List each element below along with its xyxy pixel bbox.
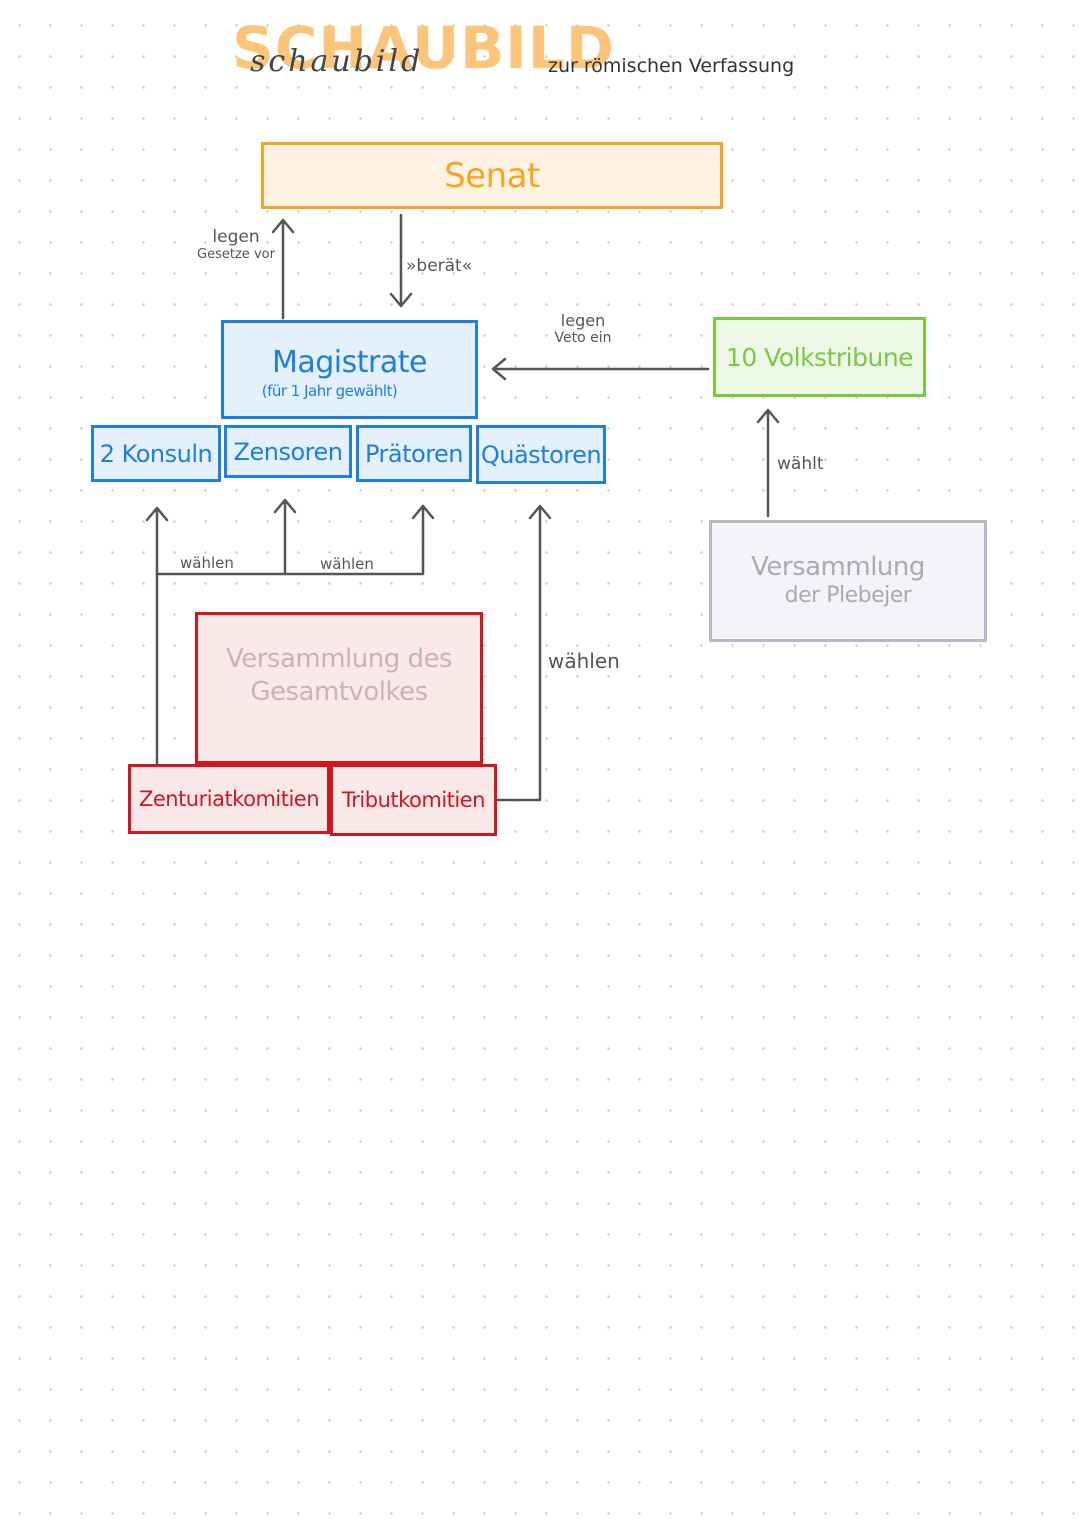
quaestoren-box: Quästoren xyxy=(476,425,606,484)
praetoren-box: Prätoren xyxy=(356,425,472,482)
zenturiat-label: Zenturiatkomitien xyxy=(138,787,320,811)
gesamtvolk-line1: Versammlung des xyxy=(225,644,453,674)
title-big: SCHAUBILD xyxy=(232,14,615,82)
label-legen-gesetze-line2: Gesetze vor xyxy=(197,246,275,262)
zensoren-box: Zensoren xyxy=(224,425,352,478)
volkstribune-box: 10 Volkstribune xyxy=(713,317,926,397)
senat-box: Senat xyxy=(261,142,723,209)
magistrate-note: (für 1 Jahr gewählt) xyxy=(261,382,398,400)
gesamtvolk-line2: Gesamtvolkes xyxy=(250,676,428,707)
label-legen-veto-line2: Veto ein xyxy=(554,330,612,347)
label-waehlt: wählt xyxy=(777,454,824,474)
label-waehlen-left: wählen xyxy=(180,554,234,572)
title-script: schaubild xyxy=(250,44,424,79)
label-legen-veto-line1: legen xyxy=(560,311,606,330)
konsuln-label: 2 Konsuln xyxy=(99,439,213,468)
label-waehlen-right: wählen xyxy=(548,649,620,673)
zensoren-label: Zensoren xyxy=(233,437,343,466)
label-waehlen-mid: wählen xyxy=(320,555,374,573)
arrow-zensoren xyxy=(273,498,297,576)
magistrate-box: Magistrate (für 1 Jahr gewählt) xyxy=(221,320,478,419)
quaestoren-label: Quästoren xyxy=(480,440,602,469)
arrow-beraet xyxy=(389,213,413,308)
arrow-waehlt xyxy=(756,408,780,518)
tribut-box: Tributkomitien xyxy=(330,764,497,836)
tribut-label: Tributkomitien xyxy=(342,788,485,812)
plebejer-box: Versammlung der Plebejer xyxy=(709,520,987,642)
label-legen-gesetze: legen Gesetze vor xyxy=(196,227,276,262)
arrow-quaestoren xyxy=(495,504,552,802)
label-legen-veto: legen Veto ein xyxy=(548,311,618,347)
arrow-gesetze xyxy=(271,218,295,320)
magistrate-label: Magistrate xyxy=(272,345,427,380)
senat-label: Senat xyxy=(444,155,540,196)
konsuln-box: 2 Konsuln xyxy=(91,425,221,482)
zenturiat-box: Zenturiatkomitien xyxy=(128,764,330,834)
praetoren-label: Prätoren xyxy=(364,439,464,468)
volkstribune-label: 10 Volkstribune xyxy=(725,342,914,372)
plebejer-line1: Versammlung xyxy=(751,552,925,583)
arrow-branch xyxy=(155,504,425,576)
plebejer-line2: der Plebejer xyxy=(784,583,912,609)
arrow-veto xyxy=(491,357,710,381)
arrow-konsuln xyxy=(145,506,169,765)
title-subtitle: zur römischen Verfassung xyxy=(548,55,795,77)
label-beraet: »berät« xyxy=(406,256,473,276)
label-legen-gesetze-line1: legen xyxy=(212,227,260,247)
gesamtvolk-box: Versammlung des Gesamtvolkes xyxy=(195,612,483,764)
